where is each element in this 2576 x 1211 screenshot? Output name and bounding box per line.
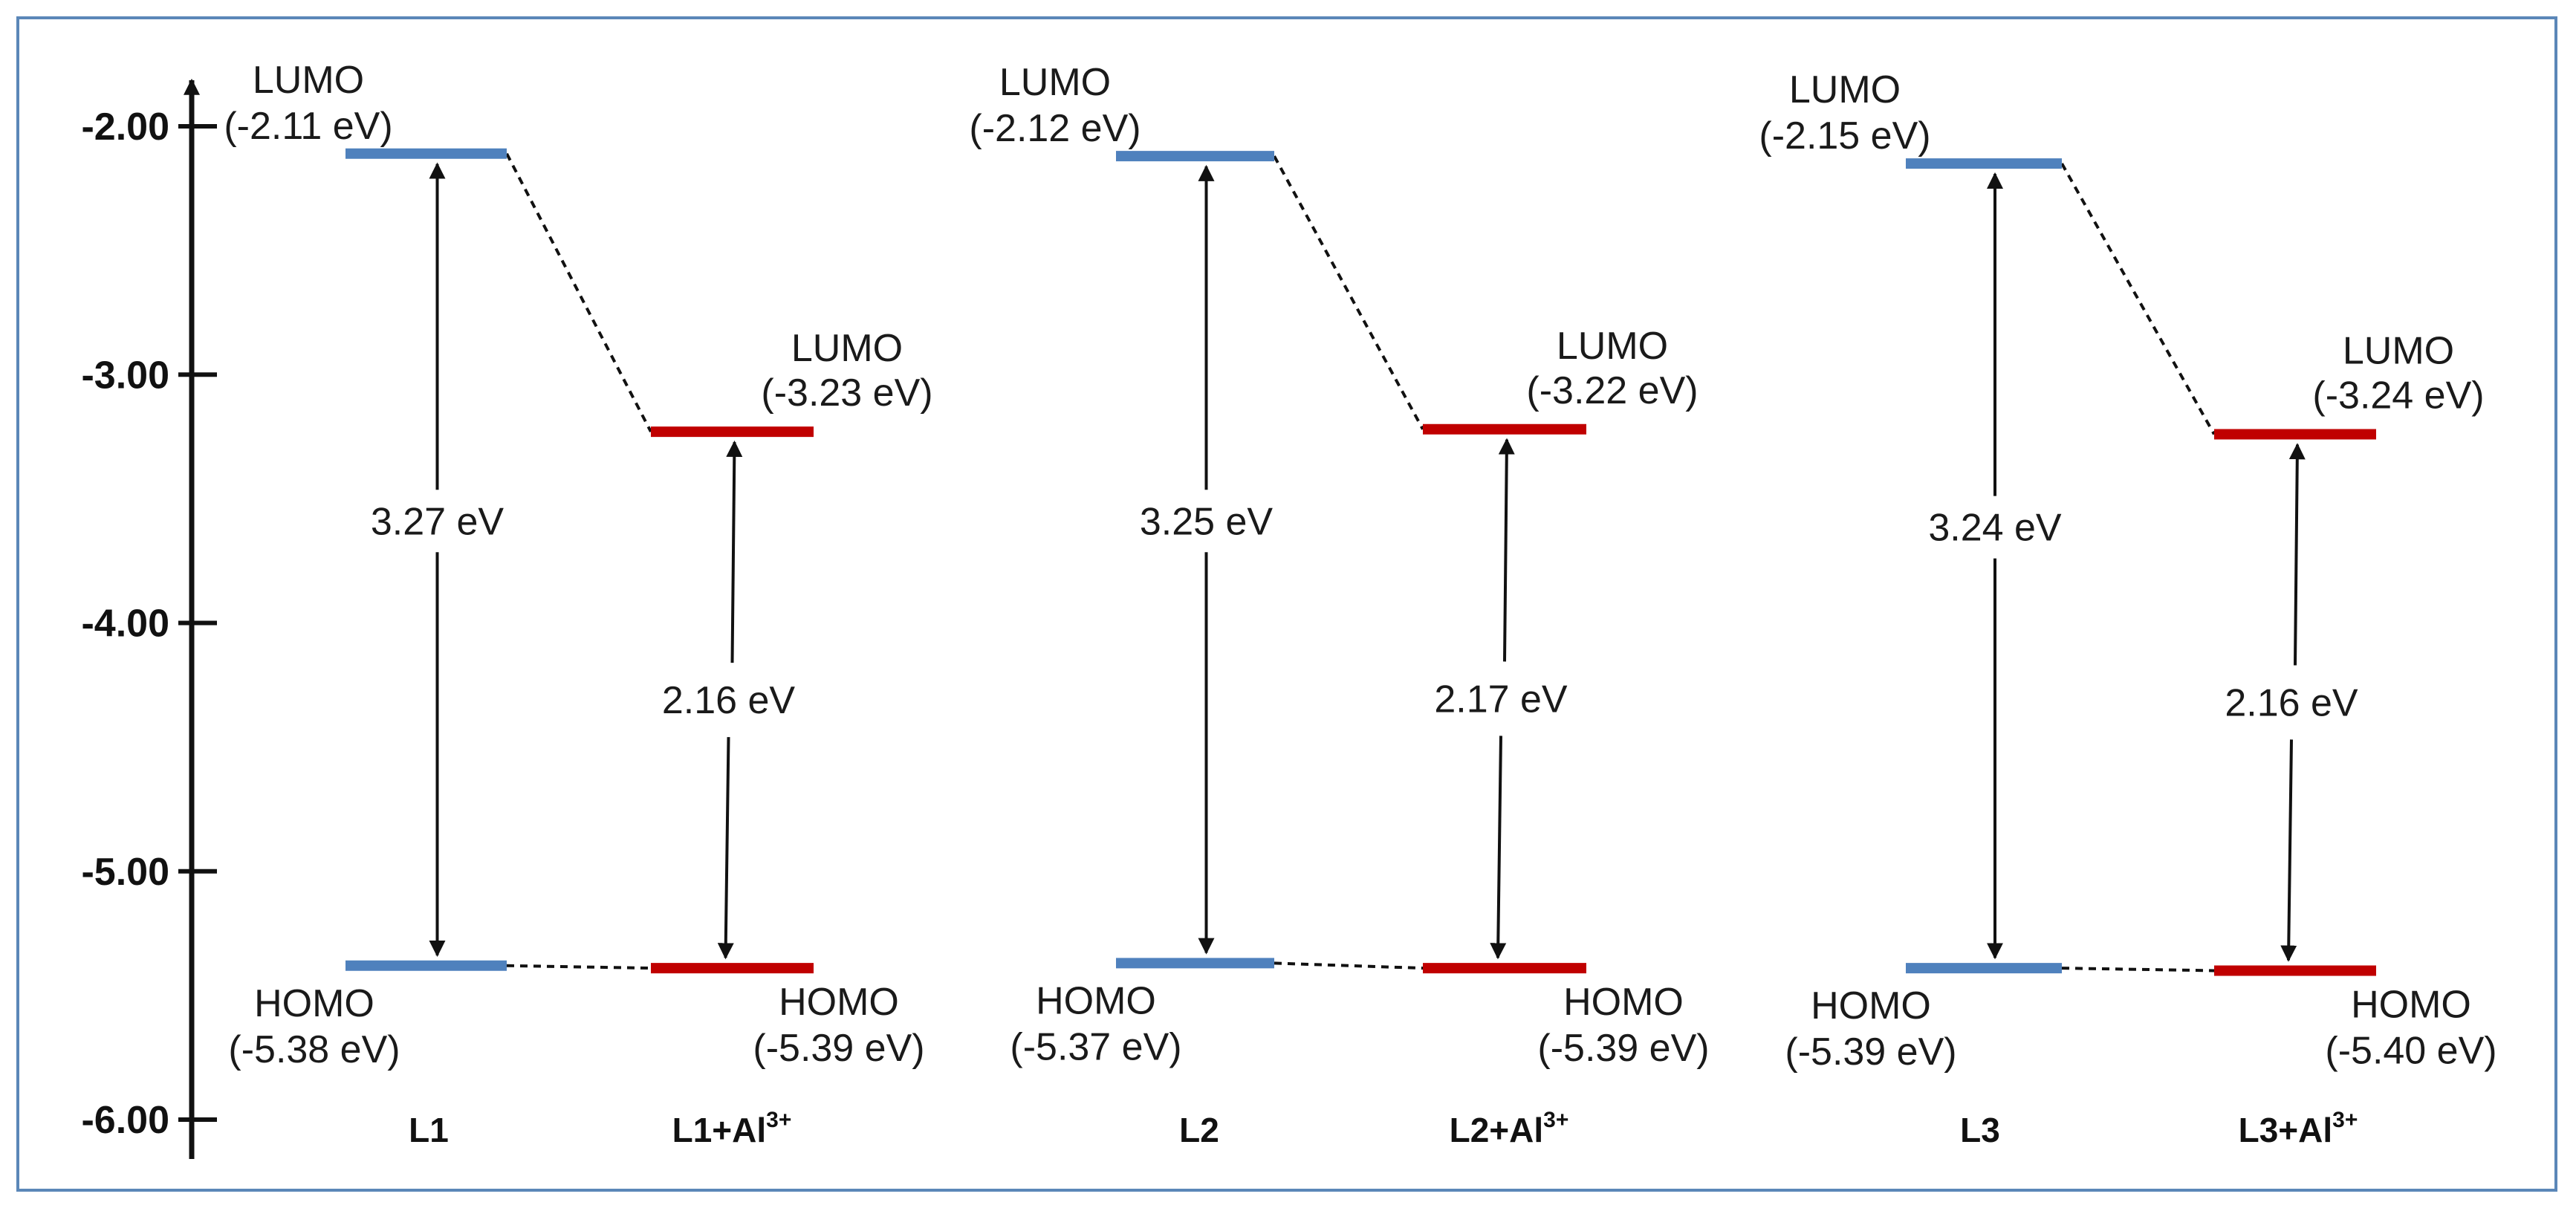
complex-gap-arrow-up: [726, 440, 743, 663]
ligand-homo-value: (-5.38 eV): [228, 1028, 400, 1071]
energy-axis: -2.00 -3.00 -4.00 -5.00 -6.00: [81, 78, 217, 1159]
complex-gap-arrow-up: [2288, 443, 2306, 666]
lumo-connector: [2060, 163, 2216, 435]
complex-name-charge: 3+: [1543, 1108, 1568, 1132]
diagram-frame: [16, 16, 2557, 1192]
complex-gap-label: 2.16 eV: [2225, 681, 2358, 724]
ligand-homo-value: (-5.37 eV): [1010, 1025, 1181, 1068]
homo-connector: [1274, 961, 1424, 970]
complex-name-base: L2+Al: [1450, 1111, 1544, 1149]
complex-gap-arrow-up: [1498, 438, 1515, 662]
ligand-homo-label: HOMO: [1036, 979, 1156, 1022]
complex-name-charge: 3+: [2332, 1108, 2358, 1132]
complex-gap-label: 2.16 eV: [662, 679, 796, 722]
ligand-lumo-label: LUMO: [1789, 68, 1901, 111]
ligand-lumo-value: (-2.12 eV): [969, 107, 1141, 150]
complex-name: L3+Al3+: [2239, 1108, 2358, 1149]
ligand-name: L1: [409, 1111, 449, 1149]
ligand-homo-label: HOMO: [254, 982, 374, 1025]
complex-homo-value: (-5.40 eV): [2325, 1029, 2496, 1072]
lumo-connector: [505, 152, 652, 433]
complex-gap-arrow-down: [1490, 736, 1507, 960]
ligand-lumo-label: LUMO: [253, 59, 364, 102]
complex-homo-value: (-5.39 eV): [1537, 1027, 1709, 1070]
complex-name: L2+Al3+: [1450, 1108, 1569, 1149]
ligand-lumo-label: LUMO: [999, 61, 1111, 104]
complex-name-base: L1+Al: [672, 1111, 767, 1149]
lumo-connector: [1273, 155, 1424, 430]
homo-connector: [2061, 967, 2215, 973]
complex-gap-arrow-down: [2280, 739, 2297, 962]
complex-name-base: L3+Al: [2239, 1111, 2333, 1149]
ligand-name: L3: [1960, 1111, 2000, 1149]
ligand-name: L2: [1179, 1111, 1219, 1149]
axis-tick-label: -4.00: [81, 603, 169, 646]
homo-connector: [506, 964, 652, 970]
axis-tick-label: -6.00: [81, 1099, 169, 1142]
complex-gap-arrow-down: [717, 737, 734, 960]
complex-name-charge: 3+: [766, 1108, 791, 1132]
axis-tick-label: -3.00: [81, 354, 169, 397]
ligand-gap-label: 3.24 eV: [1928, 507, 2062, 550]
complex-homo-value: (-5.39 eV): [753, 1027, 924, 1070]
ligand-lumo-value: (-2.11 eV): [224, 105, 392, 148]
ligand-homo-value: (-5.39 eV): [1785, 1030, 1956, 1074]
complex-lumo-label: LUMO: [2343, 329, 2454, 372]
complex-homo-label: HOMO: [1563, 981, 1684, 1024]
ligand-homo-label: HOMO: [1811, 984, 1931, 1027]
axis-tick-label: -2.00: [81, 105, 169, 149]
ligand-lumo-value: (-2.15 eV): [1759, 114, 1930, 158]
ligand-gap-label: 3.27 eV: [371, 500, 505, 543]
complex-lumo-value: (-3.24 eV): [2312, 374, 2484, 417]
complex-lumo-value: (-3.23 eV): [761, 371, 932, 415]
axis-tick-label: -5.00: [81, 851, 169, 894]
ligand-gap-label: 3.25 eV: [1140, 500, 1274, 543]
complex-lumo-label: LUMO: [1557, 325, 1668, 368]
complex-name: L1+Al3+: [672, 1108, 792, 1149]
complex-lumo-value: (-3.22 eV): [1526, 369, 1698, 412]
complex-homo-label: HOMO: [2351, 983, 2471, 1026]
complex-homo-label: HOMO: [779, 981, 899, 1024]
complex-lumo-label: LUMO: [791, 327, 903, 370]
complex-gap-label: 2.17 eV: [1434, 678, 1568, 721]
